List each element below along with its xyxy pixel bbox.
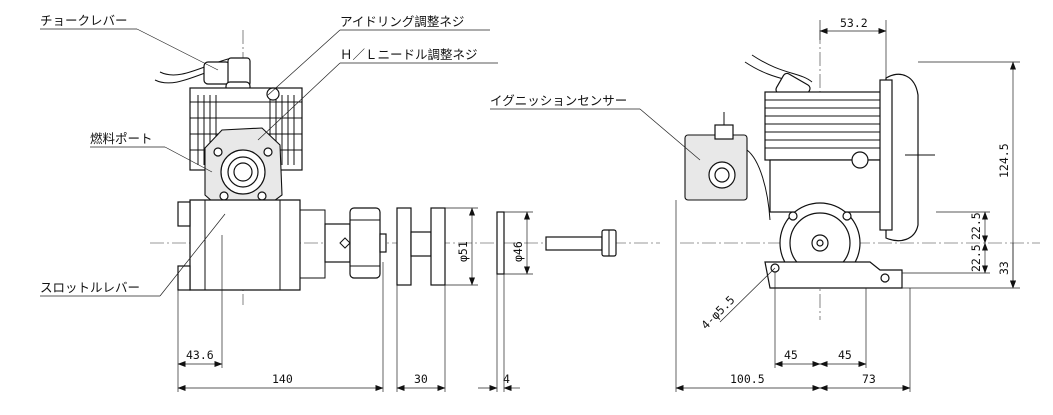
label-ignition-sensor: イグニッションセンサー xyxy=(490,93,627,108)
front-view xyxy=(675,20,1040,392)
label-hl-needle: Ｈ／Ｌニードル調整ネジ xyxy=(340,47,478,62)
dim-holes: 4-φ5.5 xyxy=(698,293,737,332)
dim-22-5-upper: 22.5 xyxy=(969,212,983,240)
dim-45-right: 45 xyxy=(838,348,852,362)
dim-73: 73 xyxy=(862,372,876,386)
dim-22-5-lower: 22.5 xyxy=(969,244,983,272)
callout-labels: チョークレバー アイドリング調整ネジ Ｈ／Ｌニードル調整ネジ 燃料ポート スロッ… xyxy=(40,13,627,295)
label-fuel-port: 燃料ポート xyxy=(90,131,153,146)
dim-phi46: φ46 xyxy=(511,241,525,262)
label-throttle-lever: スロットルレバー xyxy=(40,280,140,295)
dim-43-6: 43.6 xyxy=(186,348,214,362)
side-view xyxy=(150,30,660,392)
cylinder-fins-right xyxy=(764,91,884,161)
dim-phi51: φ51 xyxy=(456,241,470,262)
callout-leaders xyxy=(40,28,701,297)
label-choke-lever: チョークレバー xyxy=(40,13,128,28)
dim-124-5: 124.5 xyxy=(997,143,1011,178)
dim-100-5: 100.5 xyxy=(730,372,765,386)
dim-45-left: 45 xyxy=(784,348,798,362)
dim-30: 30 xyxy=(414,372,428,386)
dim-140: 140 xyxy=(272,372,293,386)
label-idle-screw: アイドリング調整ネジ xyxy=(340,14,464,29)
dim-33: 33 xyxy=(997,261,1011,275)
dim-4: 4 xyxy=(503,372,510,386)
dim-53-2: 53.2 xyxy=(840,16,868,30)
